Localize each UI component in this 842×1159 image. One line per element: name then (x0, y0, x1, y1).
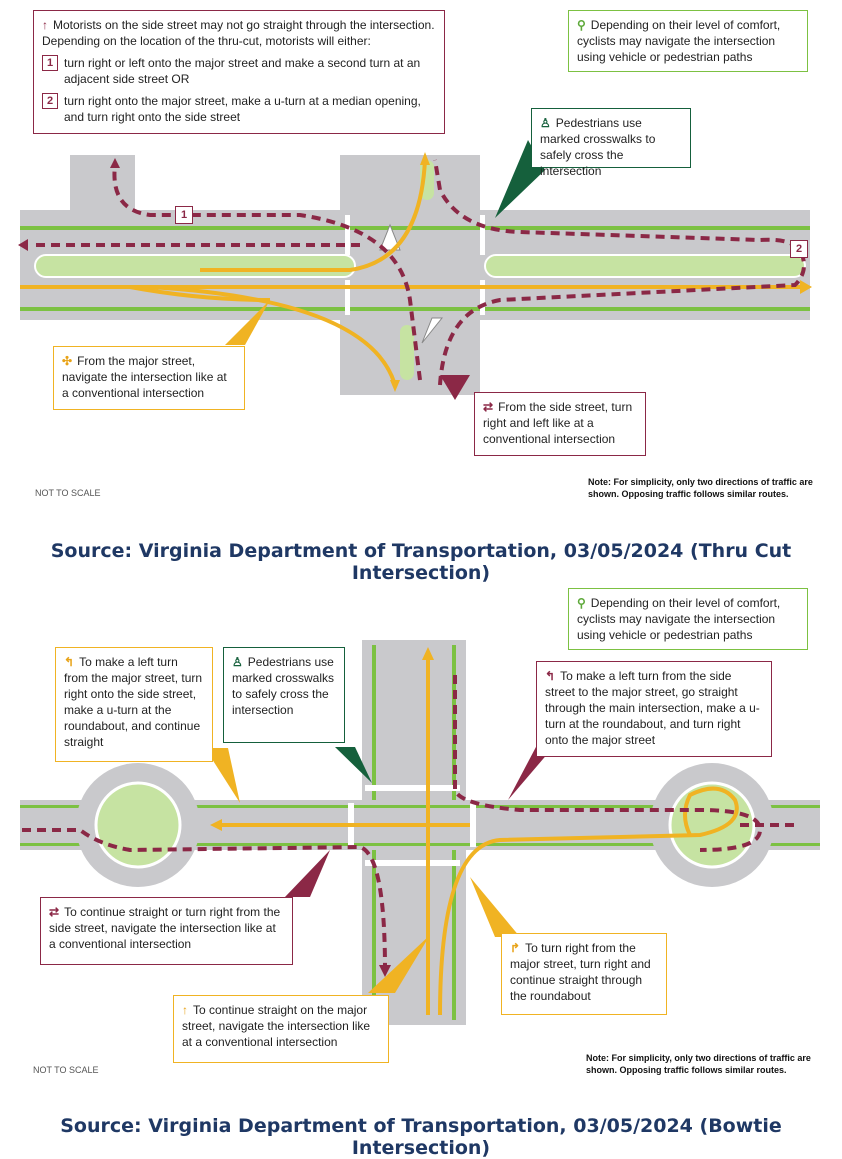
thru-cut-major-street-callout: ✣From the major street, navigate the int… (53, 346, 245, 410)
bike-lane-strip (20, 226, 810, 230)
bowtie-cyclists-callout: ⚲Depending on their level of comfort, cy… (568, 588, 808, 650)
bowtie-diagram: ⚲Depending on their level of comfort, cy… (0, 585, 842, 1080)
channelizing-island (421, 317, 444, 344)
bowtie-pedestrians-callout: ♙Pedestrians use marked crosswalks to sa… (223, 647, 345, 743)
not-to-scale-label: NOT TO SCALE (33, 1065, 99, 1075)
traffic-note: Note: For simplicity, only two direction… (586, 1053, 811, 1075)
not-to-scale-label: NOT TO SCALE (35, 488, 101, 498)
callout-pointer (285, 850, 330, 897)
callout-pointer (368, 935, 430, 993)
option-number: 1 (42, 55, 58, 71)
route-1-marker: 1 (175, 206, 193, 224)
left-turn-arrow-icon: ↰ (64, 655, 75, 669)
median (484, 254, 806, 278)
option-text: turn right onto the major street, make a… (64, 94, 421, 124)
up-arrow-icon: ↑ (42, 18, 48, 32)
bike-lane-strip (20, 307, 810, 311)
major-straight-text: To continue straight on the major street… (182, 1003, 371, 1049)
channelizing-island (379, 223, 401, 251)
thru-cut-restriction-callout: ↑Motorists on the side street may not go… (33, 10, 445, 134)
callout-pointer (440, 375, 470, 400)
crosswalks (345, 215, 485, 315)
bicycle-icon: ⚲ (577, 18, 586, 32)
callout-pointer (225, 300, 270, 345)
left-turn-side-text: To make a left turn from the side street… (545, 669, 760, 747)
thru-cut-road-map (18, 140, 812, 400)
side-street-routes (30, 159, 806, 386)
cyclists-text: Depending on their level of comfort, cyc… (577, 18, 781, 64)
bowtie-road-map (20, 640, 820, 1025)
pedestrian-icon: ♙ (540, 116, 551, 130)
up-arrow-icon: ↑ (182, 1003, 188, 1017)
left-turn-arrow-icon: ↰ (545, 669, 556, 683)
bowtie-source-caption: Source: Virginia Department of Transport… (60, 1115, 782, 1159)
side-street-routes (22, 675, 800, 971)
side-median (400, 325, 414, 380)
major-street-text: From the major street, navigate the inte… (62, 354, 227, 400)
right-turn-arrow-icon: ↱ (510, 941, 521, 955)
restriction-intro: Motorists on the side street may not go … (42, 18, 435, 48)
traffic-note: Note: For simplicity, only two direction… (588, 477, 813, 499)
pedestrians-text: Pedestrians use marked crosswalks to saf… (540, 116, 656, 178)
pedestrian-icon: ♙ (232, 655, 243, 669)
route-2-marker: 2 (790, 240, 808, 258)
four-way-arrow-icon: ✣ (62, 354, 73, 368)
thru-cut-side-street-callout: ⇄From the side street, turn right and le… (474, 392, 646, 456)
major-street-routes (220, 655, 739, 1016)
callout-pointer (205, 748, 240, 803)
bowtie-major-straight-callout: ↑To continue straight on the major stree… (173, 995, 389, 1063)
bowtie-side-straight-callout: ⇄To continue straight or turn right from… (40, 897, 293, 965)
pedestrians-text: Pedestrians use marked crosswalks to saf… (232, 655, 335, 717)
left-right-turn-icon: ⇄ (483, 400, 494, 414)
callout-pointer (470, 877, 520, 937)
bowtie-left-turn-major-callout: ↰To make a left turn from the major stre… (55, 647, 213, 762)
thru-cut-pedestrians-callout: ♙Pedestrians use marked crosswalks to sa… (531, 108, 691, 178)
side-street-text: From the side street, turn right and lef… (483, 400, 633, 446)
left-turn-major-text: To make a left turn from the major stree… (64, 655, 203, 749)
callout-pointer (335, 747, 372, 783)
median (34, 254, 356, 278)
cyclists-text: Depending on their level of comfort, cyc… (577, 596, 781, 642)
left-right-turn-icon: ⇄ (49, 905, 60, 919)
bowtie-left-turn-side-callout: ↰To make a left turn from the side stree… (536, 661, 772, 757)
callout-pointer (508, 745, 555, 800)
thru-cut-source-caption: Source: Virginia Department of Transport… (50, 540, 792, 584)
right-turn-major-text: To turn right from the major street, tur… (510, 941, 651, 1003)
option-number: 2 (42, 93, 58, 109)
option-text: turn right or left onto the major street… (64, 56, 421, 86)
bowtie-right-turn-major-callout: ↱To turn right from the major street, tu… (501, 933, 667, 1015)
thru-cut-cyclists-callout: ⚲Depending on their level of comfort, cy… (568, 10, 808, 72)
side-straight-text: To continue straight or turn right from … (49, 905, 281, 951)
bicycle-icon: ⚲ (577, 596, 586, 610)
thru-cut-diagram: 1 2 ↑Motorists on the side street may no… (0, 0, 842, 520)
